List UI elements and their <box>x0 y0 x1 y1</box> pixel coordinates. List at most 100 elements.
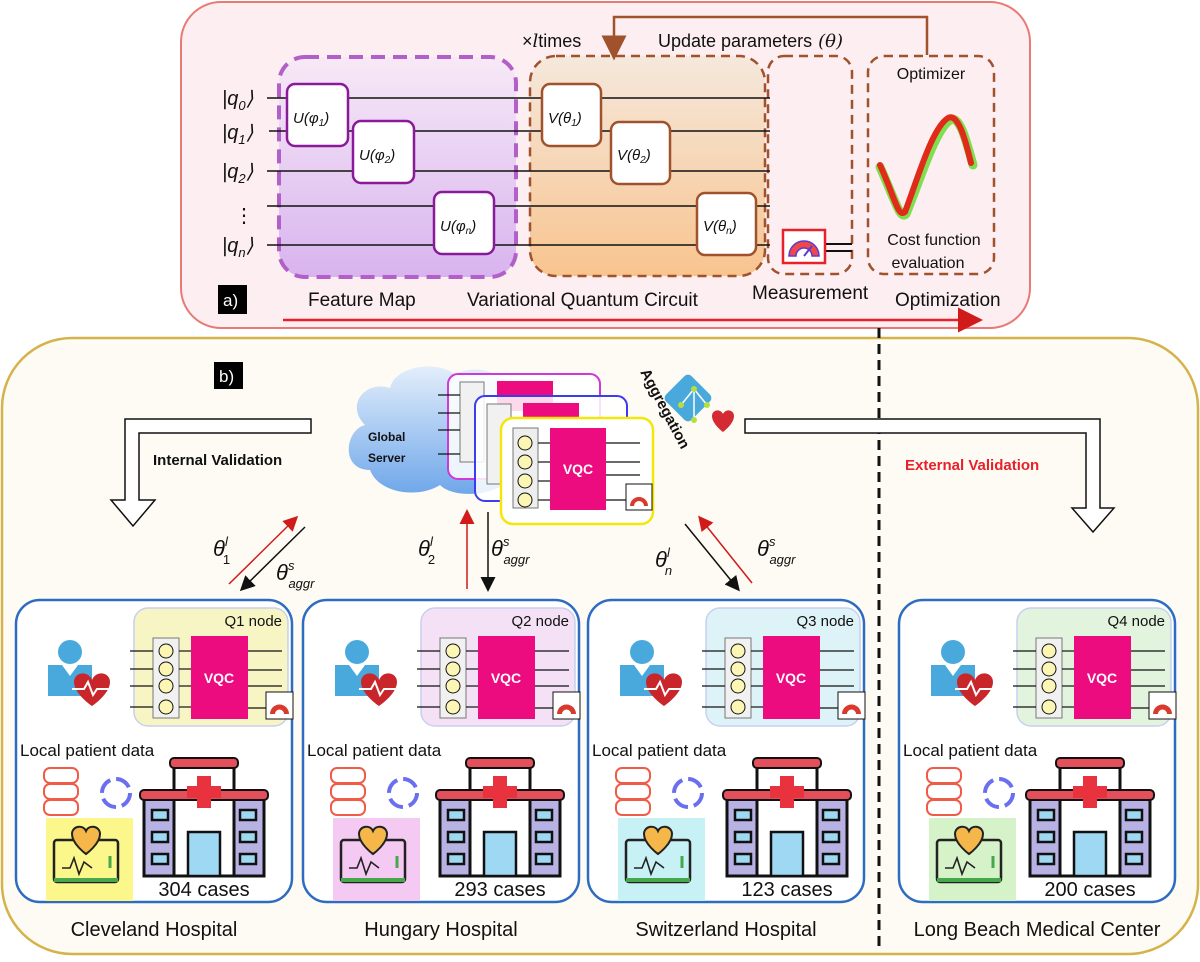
stage-label-feature-map: Feature Map <box>308 290 416 311</box>
q-node-label: Q3 node <box>796 613 854 630</box>
vqc-label: VQC <box>204 670 234 686</box>
qubit-label-1: |q1⟩ <box>222 122 254 147</box>
q-node-label: Q1 node <box>224 613 282 630</box>
param-arrows <box>228 509 753 592</box>
qubit-label-2: |q2⟩ <box>222 161 254 186</box>
local-patient-data-label: Local patient data <box>20 741 155 760</box>
svg-text:U(φn): U(φn) <box>440 218 476 237</box>
database-icon <box>615 767 651 816</box>
qubit-circle <box>1041 678 1057 694</box>
heart-monitor-icon <box>333 818 420 901</box>
qubit-circle <box>158 661 174 677</box>
panel-b-label: b) <box>219 367 234 386</box>
heartbeat-icon <box>72 679 112 698</box>
heartbeat-icon <box>359 679 399 698</box>
panel-b-label-bg <box>214 362 243 389</box>
param-arrow-down-1 <box>239 526 306 592</box>
patient-icon <box>620 640 684 706</box>
heart-icon <box>712 410 734 432</box>
heart-monitor-icon <box>929 818 1016 901</box>
qubit-circle <box>158 678 174 694</box>
svg-text:V(θ2): V(θ2) <box>617 147 651 166</box>
feature-map-gates: U(φ1) U(φ2) U(φn) <box>285 82 496 256</box>
qubit-circle <box>1041 699 1057 715</box>
optimizer-label: Optimizer <box>897 66 966 83</box>
stage-label-optimization: Optimization <box>895 290 1001 311</box>
gate-v-theta-2: V(θ2) <box>609 120 672 186</box>
update-parameters-label: Update parameters(θ) <box>658 31 843 52</box>
meter-icon <box>1148 691 1177 720</box>
vqc-label: VQC <box>491 670 521 686</box>
meter-icon <box>837 691 866 720</box>
hospital-building-icon <box>1025 757 1155 878</box>
qubit-circle <box>730 699 746 715</box>
patient-icon <box>335 640 399 706</box>
qubit-ellipsis: ⋮ <box>234 205 254 227</box>
patient-icon <box>48 640 112 706</box>
svg-text:V(θn): V(θn) <box>703 218 737 237</box>
global-server-label-2: Server <box>368 451 406 465</box>
hospital-name: Cleveland Hospital <box>71 919 238 941</box>
patient-icon <box>931 640 995 706</box>
svg-text:V(θ1): V(θ1) <box>548 110 582 129</box>
vqc-label: VQC <box>1087 670 1117 686</box>
param-arrow-up-n <box>698 515 753 584</box>
update-feedback-arrow <box>601 15 929 61</box>
gate-v-theta-n: V(θn) <box>695 191 758 257</box>
cases-count: 293 cases <box>454 879 545 901</box>
gate-u-phi-1: U(φ1) <box>285 82 350 148</box>
vqc-block <box>763 636 820 719</box>
heartbeat-icon <box>955 679 995 698</box>
panel-a-label-bg <box>218 285 247 314</box>
external-validation-arrow <box>744 418 1116 534</box>
vqc-block <box>191 636 248 719</box>
heart-icon <box>70 825 102 856</box>
heart-monitor-icon <box>618 818 705 901</box>
heart-icon <box>953 825 985 856</box>
hospital-building-icon <box>722 757 852 878</box>
cost-label-1: Cost function <box>887 232 980 249</box>
sync-icon <box>387 777 419 809</box>
internal-validation-label: Internal Validation <box>153 452 282 469</box>
repeat-label: ×ltimes <box>522 31 581 52</box>
medical-cross-icon <box>187 776 221 808</box>
hospital-building-icon <box>139 757 269 878</box>
database-icon <box>926 767 962 816</box>
sync-icon <box>983 777 1015 809</box>
server-vqc-stack: VQC <box>438 373 655 526</box>
heartbeat-icon <box>644 679 684 698</box>
local-patient-data-label: Local patient data <box>307 741 442 760</box>
param-arrow-down-n <box>684 523 740 592</box>
vqc-label: VQC <box>776 670 806 686</box>
medical-cross-icon <box>770 776 804 808</box>
svg-text:U(φ1): U(φ1) <box>293 110 329 129</box>
cases-count: 123 cases <box>741 879 832 901</box>
cases-count: 304 cases <box>158 879 249 901</box>
database-icon <box>330 767 366 816</box>
qubit-circle <box>445 661 461 677</box>
stage-label-measurement: Measurement <box>752 283 869 304</box>
stage-label-vqc: Variational Quantum Circuit <box>467 290 699 311</box>
qubit-circle <box>445 643 461 659</box>
hospital-building-icon <box>435 757 565 878</box>
q-node-label: Q4 node <box>1107 613 1165 630</box>
optimizer-box <box>866 54 996 276</box>
server-vqc-qubits <box>512 427 539 509</box>
vqc-block <box>478 636 535 719</box>
classical-wire <box>825 243 852 252</box>
vqc-block <box>1074 636 1131 719</box>
sync-icon <box>100 777 132 809</box>
heart-monitor-icon <box>46 818 133 901</box>
aggregation-icon <box>664 374 734 432</box>
cost-label-2: evaluation <box>892 255 965 272</box>
